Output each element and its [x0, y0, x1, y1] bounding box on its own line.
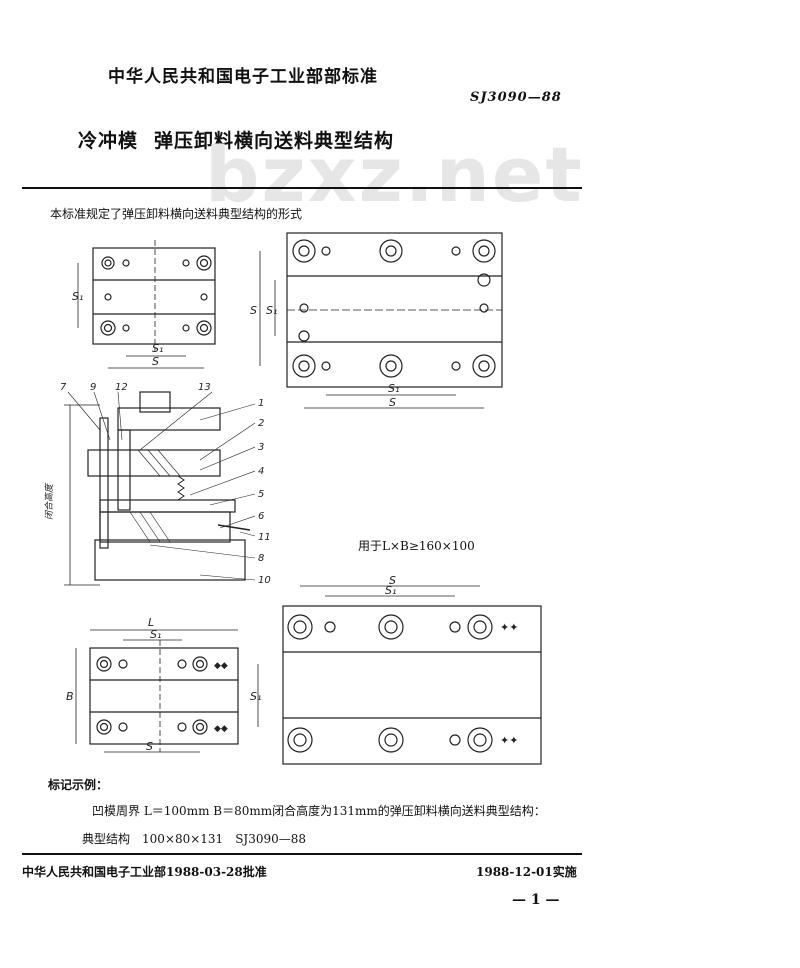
dim-s1-label-a: S₁ [72, 290, 83, 303]
section-view-drawing [64, 391, 256, 586]
part-label-3: 3 [258, 442, 264, 453]
closed-height-label: 闭合高度 [44, 482, 55, 520]
svg-text:◆◆: ◆◆ [214, 661, 228, 671]
part-label-8: 8 [258, 553, 264, 564]
dim-s1-label-d: S₁ [388, 382, 399, 395]
standard-title: 冷冲模弹压卸料横向送料典型结构 [78, 126, 394, 153]
dim-b-label: B [66, 690, 74, 703]
part-label-11: 11 [258, 532, 271, 543]
part-label-2: 2 [258, 418, 264, 429]
dim-s1-label-f: S₁ [250, 690, 261, 703]
svg-text:✦✦: ✦✦ [500, 734, 518, 747]
dim-s-label-c: S [389, 396, 396, 409]
example-heading: 标记示例： [48, 778, 109, 792]
part-label-5: 5 [258, 489, 264, 500]
approval-date: 中华人民共和国电子工业部1988-03-28批准 [22, 865, 267, 879]
svg-text:✦✦: ✦✦ [500, 621, 518, 634]
example-line-2: 典型结构 100×80×131 SJ3090—88 [82, 832, 307, 846]
part-label-9: 9 [90, 382, 96, 393]
top-left-plan-drawing [77, 240, 216, 369]
svg-text:◆◆: ◆◆ [214, 724, 228, 734]
dim-s1-label-e: S₁ [150, 628, 161, 641]
example-line-1: 凹模周界 L＝100mm B＝80mm闭合高度为131mm的弹压卸料横向送料典型… [92, 804, 546, 818]
dim-s-label-d: S [146, 740, 153, 753]
bottom-left-plan-drawing: ◆◆ ◆◆ [75, 629, 259, 753]
part-number-labels: 7 9 12 13 1 2 3 4 5 6 11 8 10 [60, 382, 271, 586]
watermark: bzxz.net [205, 130, 584, 219]
dim-s-label-b: S [250, 304, 257, 317]
dim-s1-label-b: S₁ [152, 342, 163, 355]
dim-s1-label-c: S₁ [266, 304, 277, 317]
dim-l-label: L [148, 616, 154, 629]
intro-text: 本标准规定了弹压卸料横向送料典型结构的形式 [50, 207, 303, 221]
issuing-organization: 中华人民共和国电子工业部部标准 [108, 67, 378, 87]
applicability-note: 用于L×B≥160×100 [358, 539, 475, 553]
dim-s-label-e: S [389, 574, 396, 587]
part-label-6: 6 [258, 511, 264, 522]
title-part1: 冷冲模 [78, 130, 139, 152]
part-label-1: 1 [258, 398, 264, 409]
top-right-plan-drawing [259, 232, 503, 409]
standard-code: SJ3090—88 [470, 90, 562, 105]
bottom-right-plan-drawing: ✦✦ ✦✦ [282, 585, 542, 765]
page-number: — 1 — [512, 892, 560, 908]
header-rule [22, 187, 582, 189]
dim-s-label-a: S [152, 355, 159, 368]
title-part2: 弹压卸料横向送料典型结构 [154, 130, 395, 152]
part-label-13: 13 [198, 382, 211, 393]
part-label-7: 7 [60, 382, 67, 393]
footer-rule [22, 853, 582, 855]
part-label-4: 4 [258, 466, 264, 477]
part-label-10: 10 [258, 575, 271, 586]
part-label-12: 12 [115, 382, 128, 393]
effective-date: 1988-12-01实施 [476, 865, 577, 879]
dim-s1-label-g: S₁ [385, 584, 396, 597]
